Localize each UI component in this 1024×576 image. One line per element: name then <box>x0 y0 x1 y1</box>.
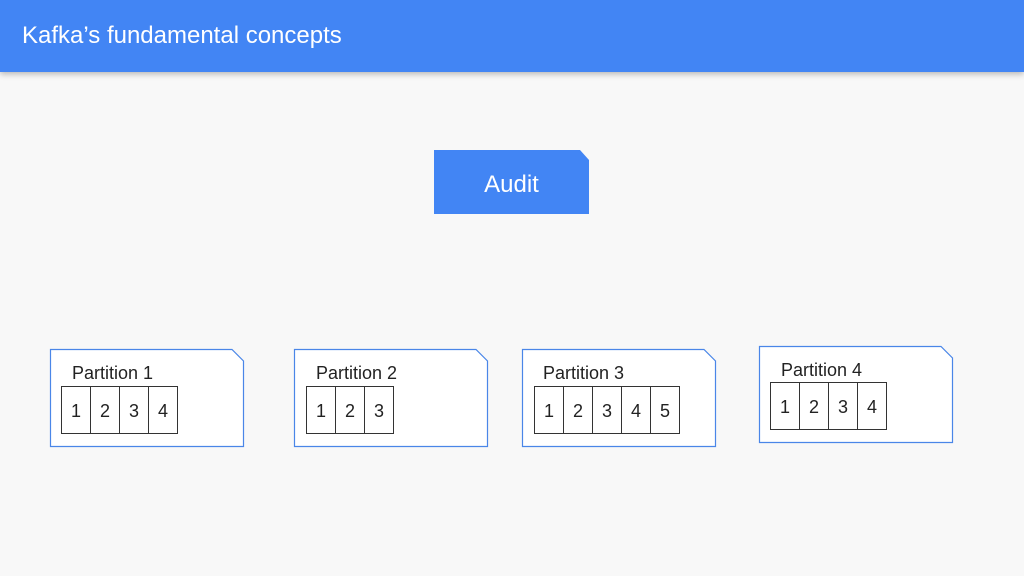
offset-cell: 3 <box>828 383 857 429</box>
partition-label: Partition 4 <box>781 360 863 380</box>
offset-cell: 2 <box>335 387 364 433</box>
offset-cell: 3 <box>592 387 621 433</box>
topic-audit: Audit <box>434 150 589 214</box>
title-bar: Kafka’s fundamental concepts <box>0 0 1024 72</box>
offset-cell: 1 <box>543 401 554 421</box>
offset-cell: 4 <box>857 383 886 429</box>
offset-cell: 2 <box>90 387 119 433</box>
offset-cell: 3 <box>364 387 393 433</box>
partition-label: Partition 3 <box>543 363 625 383</box>
offset-cell: 1 <box>315 401 326 421</box>
offset-cell: 4 <box>148 387 177 433</box>
offset-cell: 4 <box>621 387 650 433</box>
slide-title: Kafka’s fundamental concepts <box>22 22 342 49</box>
partition-label: Partition 1 <box>72 363 154 383</box>
offset-cell: 1 <box>779 397 790 417</box>
offset-cell: 2 <box>563 387 592 433</box>
offset-cell: 3 <box>119 387 148 433</box>
offset-cell: 1 <box>70 401 81 421</box>
offset-cell: 2 <box>799 383 828 429</box>
topic-label: Audit <box>484 171 539 198</box>
offset-cell: 5 <box>650 387 679 433</box>
partition-label: Partition 2 <box>316 363 398 383</box>
